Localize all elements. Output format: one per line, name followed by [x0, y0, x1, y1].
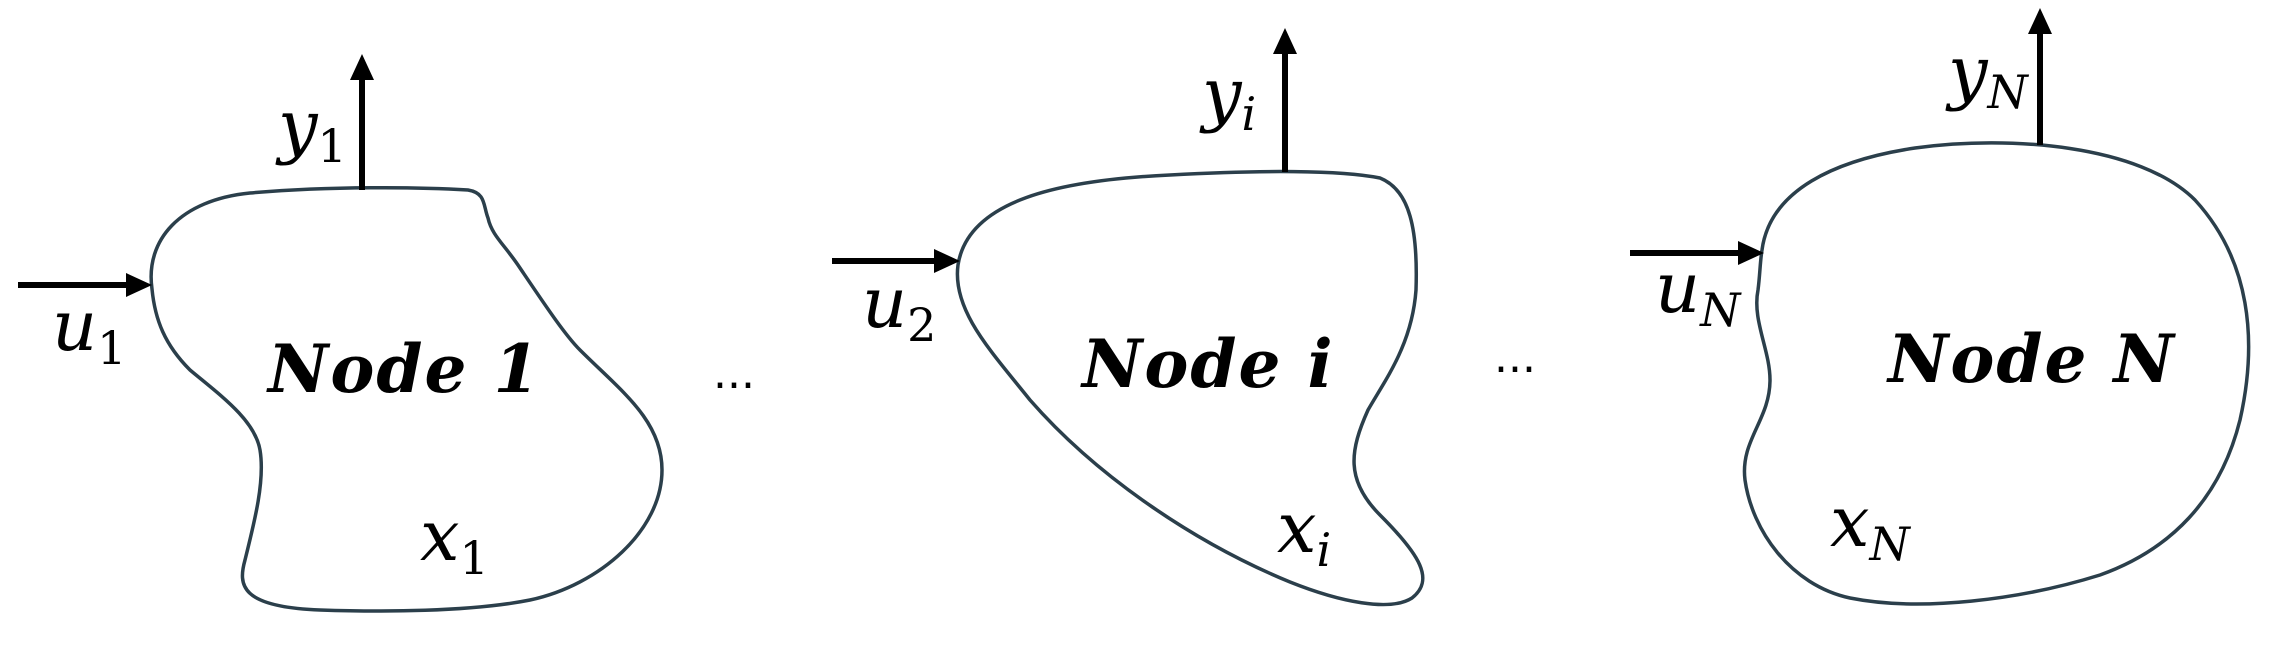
node-1-output-symbol: y [275, 85, 319, 167]
node-1-output-subscript: 1 [318, 119, 347, 173]
node-n-output-symbol: y [1945, 31, 1989, 113]
node-i-input-arrowhead [934, 249, 960, 273]
node-1-state-label: x1 [420, 495, 489, 585]
node-i-state-subscript: i [1316, 523, 1331, 577]
node-i-shape [955, 169, 1425, 607]
node-n-input-arrowhead [1738, 241, 1764, 265]
ellipsis-1: ... [713, 348, 755, 399]
node-1-output-label: y1 [275, 85, 347, 173]
node-n-state-subscript: N [1868, 517, 1911, 571]
node-1-state-symbol: x [420, 495, 459, 577]
node-n-input-subscript: N [1699, 283, 1742, 337]
node-1-input-symbol: u [52, 285, 97, 367]
node-1-input-label: u1 [52, 285, 126, 375]
ellipsis-2: ... [1494, 332, 1536, 383]
node-1-output-arrowhead [350, 54, 374, 80]
node-n-shape [1742, 141, 2251, 606]
node-n-state-label: xN [1830, 481, 1911, 571]
node-i: Node i yi u2 xi [832, 28, 1425, 607]
node-i-output-symbol: y [1199, 53, 1243, 135]
node-i-state-symbol: x [1277, 487, 1316, 569]
node-n-label: Node N [1886, 320, 2176, 398]
node-i-output-arrowhead [1273, 28, 1297, 54]
node-i-input-label: u2 [862, 262, 936, 352]
node-i-output-subscript: i [1242, 87, 1257, 141]
node-1-label: Node 1 [266, 330, 541, 408]
node-n-output-arrowhead [2028, 8, 2052, 34]
node-i-label: Node i [1080, 325, 1335, 403]
node-n-output-subscript: N [1987, 65, 2030, 119]
node-i-output-label: yi [1199, 53, 1256, 141]
node-i-input-symbol: u [862, 262, 907, 344]
node-i-input-subscript: 2 [907, 298, 936, 352]
node-1-input-arrowhead [126, 273, 152, 297]
node-n: Node N yN uN xN [1630, 8, 2251, 606]
node-1-state-subscript: 1 [459, 531, 488, 585]
node-n-input-label: uN [1655, 247, 1742, 337]
node-1: Node 1 y1 u1 x1 [18, 54, 664, 613]
node-i-state-label: xi [1277, 487, 1331, 577]
node-n-state-symbol: x [1830, 481, 1869, 563]
node-n-input-symbol: u [1655, 247, 1700, 329]
node-1-input-subscript: 1 [97, 321, 126, 375]
node-n-output-label: yN [1945, 31, 2030, 119]
node-1-shape [149, 185, 664, 613]
